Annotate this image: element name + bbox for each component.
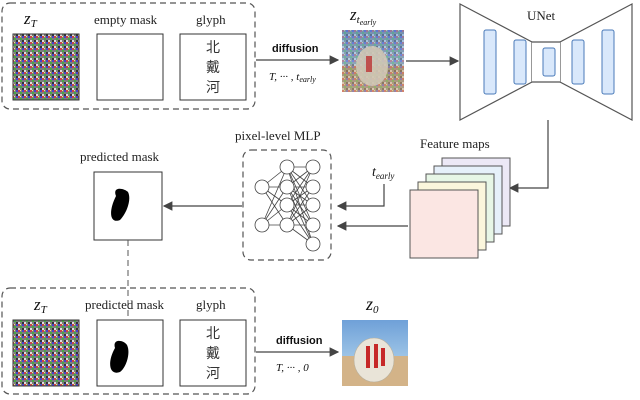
mlp-group — [242, 149, 332, 261]
glyph-char: 北 — [206, 326, 220, 342]
mlp-network — [254, 159, 321, 252]
mask-blob-icon — [111, 188, 130, 221]
predicted-mask-label-bottom: predicted mask — [85, 297, 165, 312]
z-t-label-bottom: zT — [33, 295, 48, 316]
arrow-unet-to-features — [508, 120, 549, 193]
z-t-label: zT — [23, 9, 38, 30]
diffusion-steps-bottom: T, ··· , 0 — [276, 362, 309, 374]
glyph-box-bottom — [179, 319, 247, 387]
noise-latent-bottom — [12, 319, 80, 387]
empty-mask-label: empty mask — [94, 12, 158, 27]
unet-block — [459, 3, 633, 121]
glyph-label-top: glyph — [196, 12, 226, 27]
arrow-t-early-to-mlp — [336, 184, 385, 211]
glyph-char: 戴 — [206, 60, 220, 76]
mlp-label: pixel-level MLP — [235, 128, 321, 143]
noise-latent-top — [12, 33, 80, 101]
diffusion-steps-top: T, ··· , tearly — [269, 71, 316, 84]
bottom-input-group — [1, 287, 256, 395]
diffusion-label-bottom: diffusion — [276, 335, 323, 347]
empty-mask-box — [96, 33, 164, 101]
z0-label: z0 — [365, 294, 379, 316]
glyph-box-top — [179, 33, 247, 101]
glyph-label-bottom: glyph — [196, 297, 226, 312]
diffusion-label-top: diffusion — [272, 43, 319, 55]
predicted-mask-box — [93, 171, 163, 241]
top-input-group — [1, 2, 256, 110]
glyph-char: 河 — [206, 80, 220, 96]
feature-maps-label: Feature maps — [420, 136, 490, 151]
z-t-early-label: ztearly — [349, 5, 377, 27]
unet-label: UNet — [527, 8, 556, 23]
glyph-char: 北 — [206, 40, 220, 56]
noisy-image — [342, 30, 404, 92]
glyph-char: 戴 — [206, 346, 220, 362]
mask-blob-icon — [110, 340, 129, 373]
predicted-mask-label-top: predicted mask — [80, 149, 160, 164]
output-image — [342, 320, 408, 386]
t-early-label: tearly — [372, 165, 394, 181]
predicted-mask-box-bottom — [96, 319, 164, 387]
feature-maps-stack — [409, 157, 511, 259]
glyph-char: 河 — [206, 366, 220, 382]
